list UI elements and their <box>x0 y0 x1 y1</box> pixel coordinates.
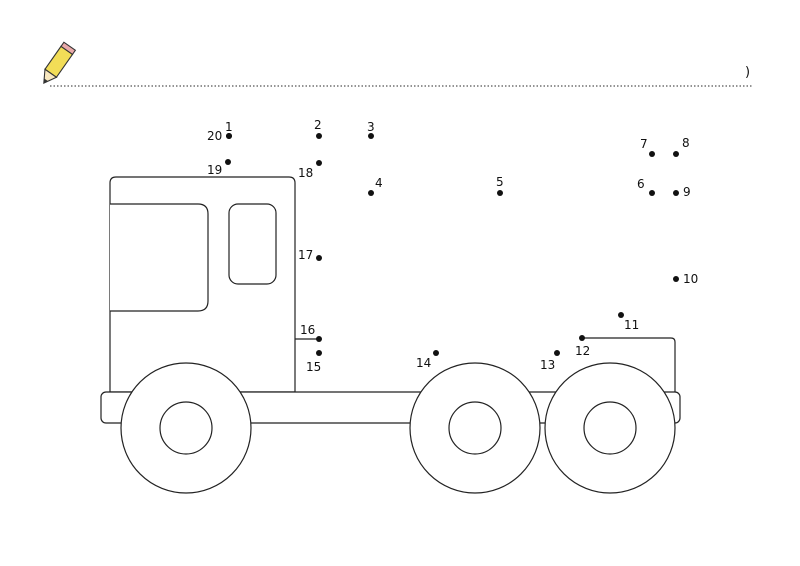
numbered-dot-3: 3 <box>367 120 375 139</box>
dot-number: 5 <box>496 175 504 189</box>
dot-marker <box>316 255 322 261</box>
dot-number: 14 <box>416 356 431 370</box>
dot-marker <box>316 133 322 139</box>
truck-outline <box>100 176 681 494</box>
dot-number: 4 <box>375 176 383 190</box>
dot-marker <box>433 350 439 356</box>
pencil-icon <box>43 41 77 85</box>
dot-number: 10 <box>683 272 698 286</box>
dot-number: 2 <box>314 118 322 132</box>
dot-marker <box>673 151 679 157</box>
dot-marker <box>649 151 655 157</box>
numbered-dot-11: 11 <box>618 312 639 332</box>
numbered-dot-9: 9 <box>673 185 691 199</box>
dot-marker <box>673 276 679 282</box>
dot-number: 8 <box>682 136 690 150</box>
numbered-dot-17: 17 <box>298 248 322 262</box>
truck-rear-frame <box>582 337 676 392</box>
numbered-dot-15: 15 <box>306 350 322 374</box>
truck-windshield <box>110 203 209 312</box>
numbered-dot-19: 19 <box>207 159 231 177</box>
numbered-dot-8: 8 <box>673 136 690 157</box>
dot-number: 11 <box>624 318 639 332</box>
dot-marker <box>368 133 374 139</box>
dot-number: 18 <box>298 166 313 180</box>
truck-rear-wheel <box>544 362 676 494</box>
dot-number: 19 <box>207 163 222 177</box>
dot-number: 17 <box>298 248 313 262</box>
dot-marker <box>316 336 322 342</box>
numbered-dot-4: 4 <box>368 176 383 196</box>
dot-marker <box>554 350 560 356</box>
dot-marker <box>618 312 624 318</box>
numbered-dot-12: 12 <box>575 335 590 358</box>
numbered-dot-20: 20 <box>207 129 232 143</box>
dot-number: 20 <box>207 129 222 143</box>
numbered-dot-5: 5 <box>496 175 504 196</box>
numbered-dot-14: 14 <box>416 350 439 370</box>
dot-marker <box>225 159 231 165</box>
dot-marker <box>579 335 585 341</box>
dot-marker <box>316 350 322 356</box>
numbered-dot-2: 2 <box>314 118 322 139</box>
dot-number: 16 <box>300 323 315 337</box>
dot-number: 3 <box>367 120 375 134</box>
numbered-dot-13: 13 <box>540 350 560 372</box>
dot-marker <box>649 190 655 196</box>
numbered-dot-6: 6 <box>637 177 655 196</box>
numbered-dot-18: 18 <box>298 160 322 180</box>
dot-marker <box>673 190 679 196</box>
dot-number: 13 <box>540 358 555 372</box>
dot-number: 6 <box>637 177 645 191</box>
truck-front-wheel <box>120 362 252 494</box>
numbered-dot-7: 7 <box>640 137 655 157</box>
dot-marker <box>368 190 374 196</box>
dot-number: 9 <box>683 185 691 199</box>
truck-side-window <box>228 203 277 285</box>
dot-number: 15 <box>306 360 321 374</box>
truck-middle-wheel <box>409 362 541 494</box>
dot-number: 12 <box>575 344 590 358</box>
numbered-dot-10: 10 <box>673 272 698 286</box>
dot-marker <box>316 160 322 166</box>
dot-number: 7 <box>640 137 648 151</box>
dot-marker <box>497 190 503 196</box>
dot-marker <box>226 133 232 139</box>
dot-number: 1 <box>225 120 233 134</box>
closing-paren: ) <box>745 65 750 80</box>
numbered-dot-16: 16 <box>300 323 322 342</box>
